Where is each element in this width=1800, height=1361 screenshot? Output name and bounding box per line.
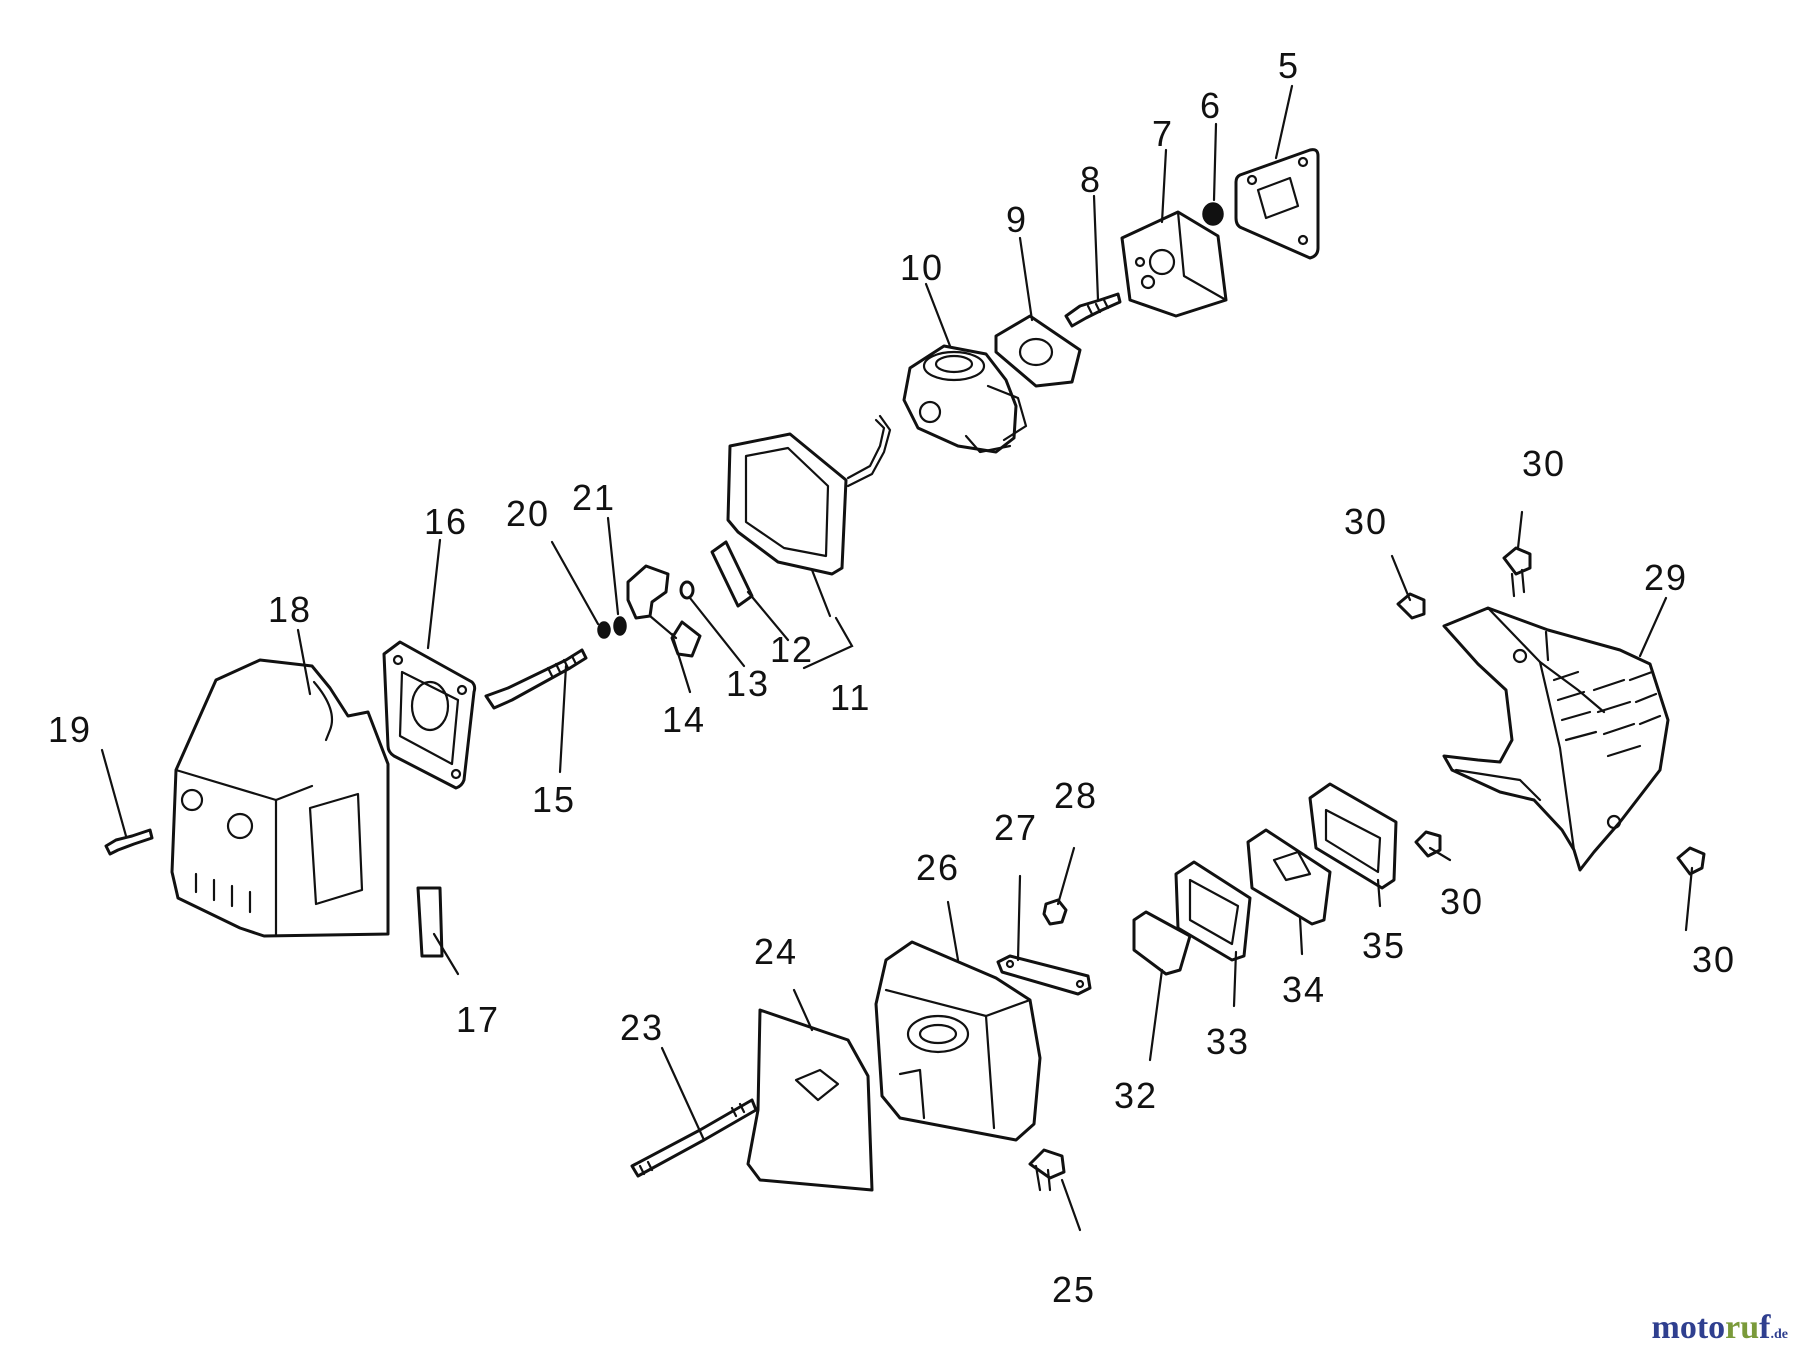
callout-12: 12	[770, 629, 814, 670]
callout-8: 8	[1080, 159, 1102, 200]
part-17-plate	[416, 886, 444, 958]
part-23-stud	[630, 1098, 758, 1178]
part-5-gasket	[1234, 148, 1320, 260]
callout-9: 9	[1006, 199, 1028, 240]
callout-15: 15	[532, 779, 576, 820]
callout-24: 24	[754, 931, 798, 972]
callout-17: 17	[456, 999, 500, 1040]
callout-21: 21	[572, 477, 616, 518]
part-9-gasket	[994, 314, 1082, 388]
part-7-insulator	[1120, 210, 1228, 318]
callout-26: 26	[916, 847, 960, 888]
part-25-bolt	[1028, 1148, 1066, 1192]
callout-11: 11	[830, 677, 871, 718]
part-18-filter-cover	[170, 658, 390, 938]
part-16-filter-gasket	[382, 640, 477, 790]
watermark-text-tld: .de	[1770, 1327, 1789, 1342]
part-30-screw-d	[1676, 846, 1706, 876]
callout-30-top: 30	[1522, 443, 1566, 484]
part-24-muffler-gasket	[746, 1008, 874, 1192]
callout-33: 33	[1206, 1021, 1250, 1062]
callout-18: 18	[268, 589, 312, 630]
callout-29: 29	[1644, 557, 1688, 598]
part-30-screw-b	[1502, 546, 1532, 598]
callout-6: 6	[1200, 85, 1222, 126]
part-32-screen	[1132, 910, 1192, 976]
part-33-gasket	[1174, 860, 1252, 962]
part-11-filter-frame	[726, 414, 892, 576]
callout-35: 35	[1362, 925, 1406, 966]
part-20-nut	[597, 621, 611, 639]
callout-25: 25	[1052, 1269, 1096, 1310]
part-12-spacer	[710, 540, 754, 608]
watermark-text-accent: ru	[1725, 1309, 1760, 1346]
callout-30-bottom-right: 30	[1692, 939, 1736, 980]
callout-34: 34	[1282, 969, 1326, 1010]
part-21-spring	[613, 616, 627, 636]
part-10-carburetor	[902, 344, 1028, 454]
callout-30-left: 30	[1344, 501, 1388, 542]
part-28-nut	[1042, 898, 1068, 926]
part-15-long-bolt	[484, 648, 588, 710]
part-13-washer	[679, 580, 695, 600]
part-26-muffler	[874, 940, 1042, 1142]
callout-7: 7	[1152, 113, 1174, 154]
watermark-text-tail: f	[1759, 1309, 1771, 1346]
callout-labels: 5 6 7 8 9 10 11 12 13 14 15 16 17 18 19 …	[48, 45, 1736, 1310]
callout-14: 14	[662, 699, 706, 740]
part-6-nut	[1202, 202, 1224, 226]
callout-16: 16	[424, 501, 468, 542]
part-19-screw	[104, 828, 154, 856]
part-35-cover-plate	[1308, 782, 1398, 890]
callout-13: 13	[726, 663, 770, 704]
part-29-muffler-guard	[1442, 606, 1670, 872]
callout-20: 20	[506, 493, 550, 534]
part-34-plate	[1246, 828, 1332, 926]
callout-23: 23	[620, 1007, 664, 1048]
watermark-logo: motoruf.de	[1652, 1309, 1788, 1347]
part-27-plate	[996, 954, 1092, 996]
callout-19: 19	[48, 709, 92, 750]
callout-27: 27	[994, 807, 1038, 848]
callout-30-middle: 30	[1440, 881, 1484, 922]
part-14-choke-lever	[626, 564, 702, 658]
callout-10: 10	[900, 247, 944, 288]
part-30-screw-a	[1396, 592, 1426, 620]
part-8-bolt	[1064, 292, 1122, 328]
leader-lines	[100, 84, 1694, 1232]
callout-32: 32	[1114, 1075, 1158, 1116]
callout-5: 5	[1278, 45, 1300, 86]
callout-28: 28	[1054, 775, 1098, 816]
watermark-text-main: moto	[1651, 1309, 1726, 1346]
